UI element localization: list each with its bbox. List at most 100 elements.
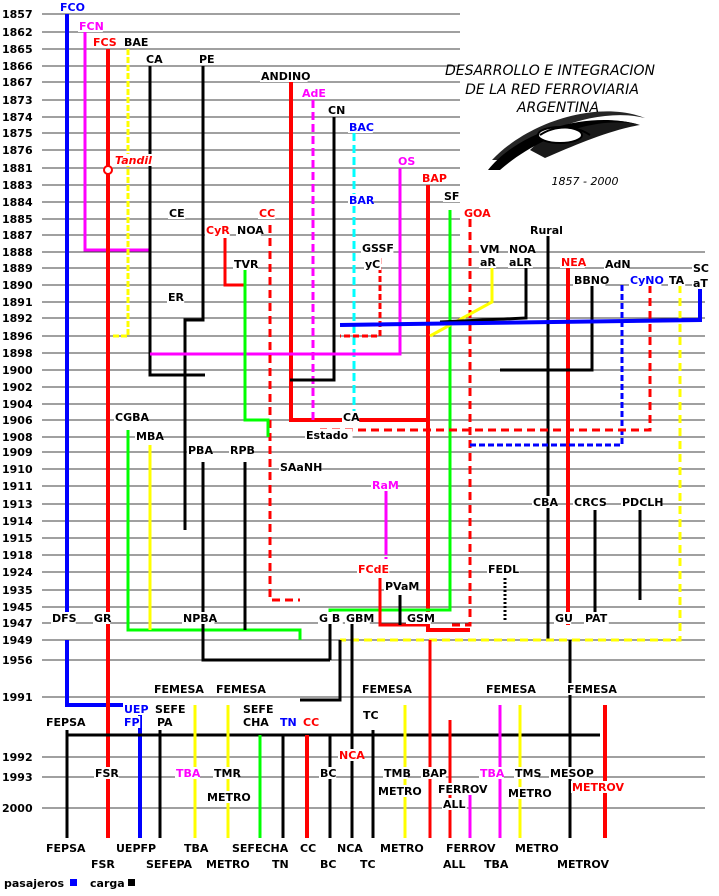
rail-line xyxy=(290,117,336,382)
rail-line xyxy=(289,82,430,422)
year-label: 1992 xyxy=(2,751,33,764)
company-label: CyNO xyxy=(630,274,664,287)
company-label: CA xyxy=(343,411,360,424)
company-label: SEFECHA xyxy=(232,842,289,855)
label-background xyxy=(442,858,467,870)
label-background xyxy=(348,194,373,206)
company-label: OS xyxy=(398,155,415,168)
year-label: 2000 xyxy=(2,802,33,815)
company-label: GSSF xyxy=(362,242,394,255)
company-label: Tandil xyxy=(115,154,152,167)
label-background xyxy=(442,798,467,810)
label-background xyxy=(342,411,360,423)
company-label: CHA xyxy=(243,716,269,729)
label-background xyxy=(242,703,275,715)
company-label: SAaNH xyxy=(280,461,322,474)
title-dates: 1857 - 2000 xyxy=(552,175,619,188)
label-background xyxy=(115,842,155,854)
company-label: METRO xyxy=(378,785,422,798)
year-label: 1915 xyxy=(2,532,33,545)
company-label: PDCLH xyxy=(622,496,663,509)
company-label: ANDINO xyxy=(261,70,311,83)
label-background xyxy=(383,767,408,779)
label-background xyxy=(377,785,417,797)
year-label: 1862 xyxy=(2,26,33,39)
label-background xyxy=(153,683,201,695)
company-label: FERROV xyxy=(446,842,496,855)
rail-line xyxy=(112,49,130,338)
label-background xyxy=(327,104,345,116)
company-label: ALL xyxy=(443,798,466,811)
company-label: METRO xyxy=(207,791,251,804)
company-label: GSM xyxy=(407,612,435,625)
company-label: ER xyxy=(168,291,185,304)
rail-line xyxy=(300,640,342,702)
company-label: CGBA xyxy=(115,411,149,424)
year-label: 1875 xyxy=(2,127,33,140)
label-background xyxy=(560,256,585,268)
company-label: FCO xyxy=(60,1,85,14)
label-background xyxy=(463,207,488,219)
year-label: 1909 xyxy=(2,446,33,459)
label-background xyxy=(135,430,160,442)
company-label: FEMESA xyxy=(154,683,204,696)
company-label: NPBA xyxy=(183,612,218,625)
year-label: 1991 xyxy=(2,691,33,704)
label-background xyxy=(554,612,572,624)
label-background xyxy=(45,842,85,854)
rail-line xyxy=(450,219,472,627)
label-background xyxy=(348,121,373,133)
company-label: UEP xyxy=(124,703,149,716)
label-background xyxy=(336,842,361,854)
label-background xyxy=(508,243,533,255)
company-label: aR xyxy=(480,256,496,269)
company-label: TMR xyxy=(214,767,241,780)
label-background xyxy=(205,858,245,870)
company-label: RaM xyxy=(372,479,399,492)
label-background xyxy=(114,154,162,166)
legend-cargo-swatch xyxy=(128,879,135,886)
company-label: BAE xyxy=(124,36,148,49)
company-label: TN xyxy=(272,858,289,871)
rail-line xyxy=(470,285,624,447)
company-label: GU xyxy=(555,612,573,625)
label-background xyxy=(406,612,431,624)
year-label: 1910 xyxy=(2,463,33,476)
year-label: 1865 xyxy=(2,43,33,56)
year-label: 1918 xyxy=(2,549,33,562)
year-label: 1885 xyxy=(2,213,33,226)
company-label: FSR xyxy=(91,858,115,871)
label-background xyxy=(479,767,504,779)
label-background xyxy=(78,20,103,32)
label-background xyxy=(123,703,148,715)
label-background xyxy=(231,842,287,854)
label-background xyxy=(507,787,547,799)
label-background xyxy=(384,580,417,592)
label-background xyxy=(92,36,117,48)
company-label: FP xyxy=(124,716,140,729)
company-label: TA xyxy=(669,274,685,287)
company-label: METROV xyxy=(572,781,624,794)
company-label: TC xyxy=(363,709,379,722)
label-background xyxy=(345,612,370,624)
year-label: 1889 xyxy=(2,262,33,275)
year-label: 1857 xyxy=(2,8,33,21)
label-background xyxy=(359,858,377,870)
label-background xyxy=(242,716,267,728)
company-label: MBA xyxy=(136,430,164,443)
year-label: 1892 xyxy=(2,312,33,325)
label-background xyxy=(621,496,661,508)
label-background xyxy=(279,461,319,473)
company-label: aT xyxy=(693,277,708,290)
year-label: 1914 xyxy=(2,515,33,528)
company-label: FERROV xyxy=(438,783,488,796)
year-label: 1876 xyxy=(2,144,33,157)
label-background xyxy=(260,70,308,82)
label-background xyxy=(566,683,614,695)
company-label: NCA xyxy=(337,842,363,855)
label-background xyxy=(215,683,263,695)
legend-passengers-label: pasajeros xyxy=(4,877,64,890)
company-label: GBM xyxy=(346,612,374,625)
year-label: 1881 xyxy=(2,162,33,175)
